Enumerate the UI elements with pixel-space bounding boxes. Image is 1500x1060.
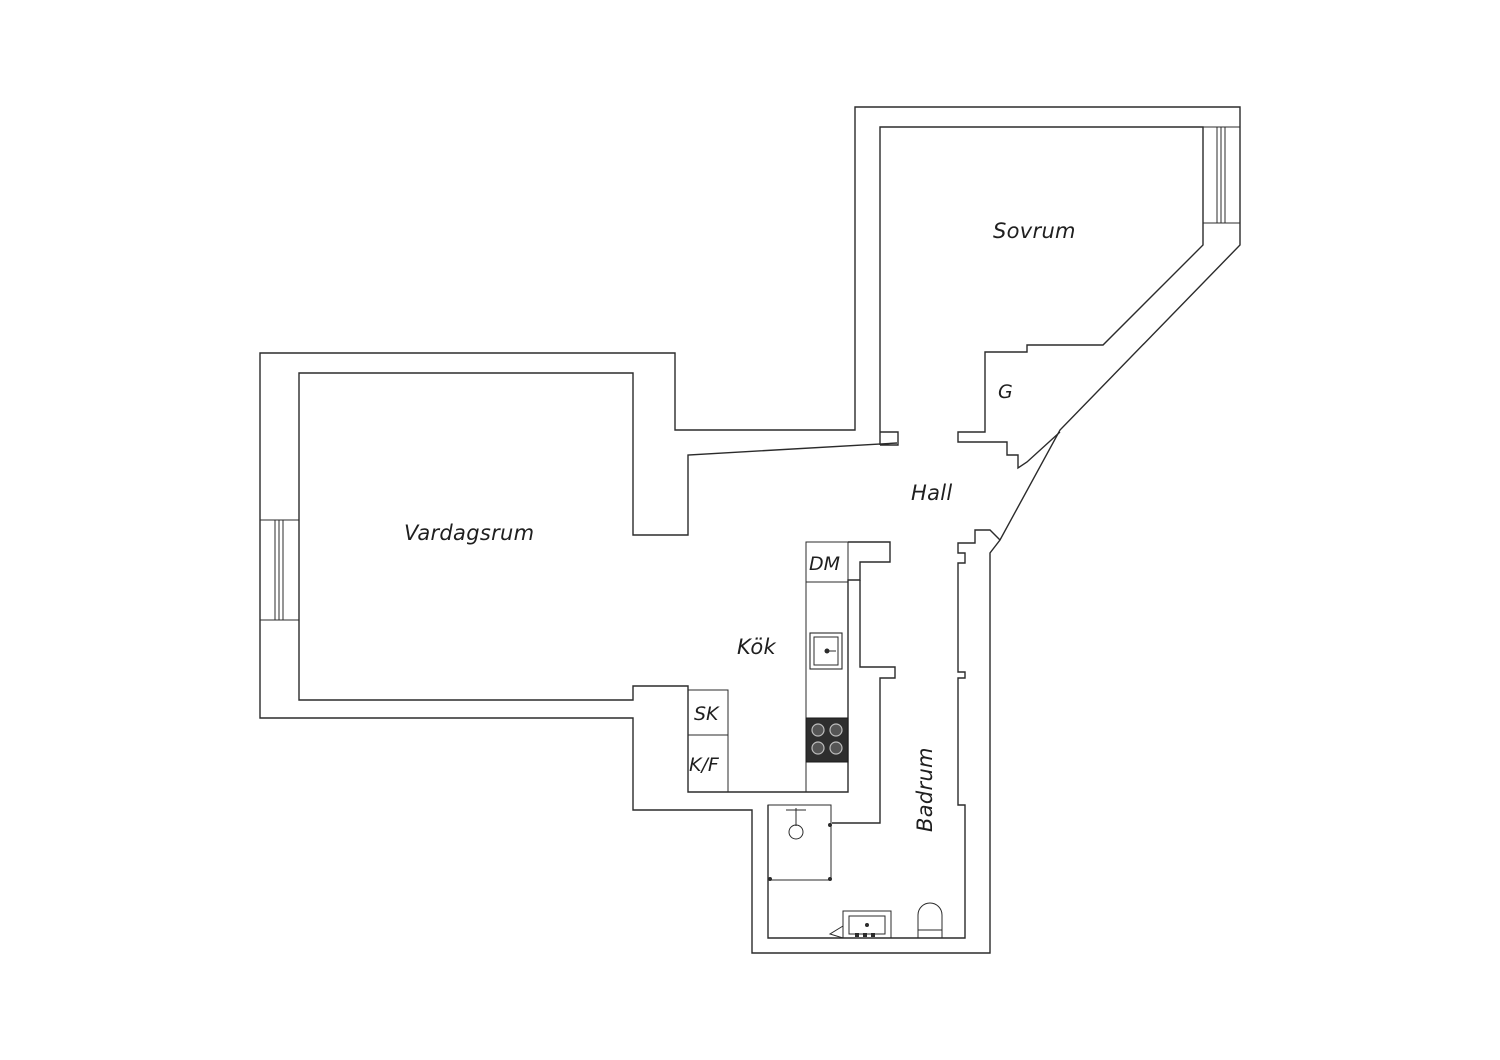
sovrum-inner-wall — [879, 126, 1204, 470]
kitchen-sink — [809, 632, 843, 670]
fridge-freezer-label: K/F — [689, 754, 720, 776]
kitchen-counter — [805, 541, 849, 793]
shower — [767, 804, 832, 881]
toilet — [917, 902, 943, 938]
vardagsrum-inner-wall — [298, 372, 899, 793]
wardrobe-label: G — [998, 381, 1013, 403]
window-vardagsrum — [260, 519, 299, 621]
hall-badrum-inner-wall — [767, 529, 1001, 939]
kitchen-cabinets — [687, 689, 729, 793]
outer-wall — [259, 106, 1241, 954]
room-label-hall: Hall — [911, 481, 953, 505]
room-label-vardagsrum: Vardagsrum — [404, 521, 534, 545]
room-label-badrum: Badrum — [913, 747, 937, 832]
room-label-sovrum: Sovrum — [993, 219, 1076, 243]
stove — [805, 717, 849, 763]
washbasin — [828, 910, 892, 939]
storage-cabinet-label: SK — [694, 703, 720, 725]
room-label-kok: Kök — [737, 635, 776, 659]
dishwasher-label: DM — [809, 553, 840, 575]
window-sovrum — [1203, 126, 1240, 224]
